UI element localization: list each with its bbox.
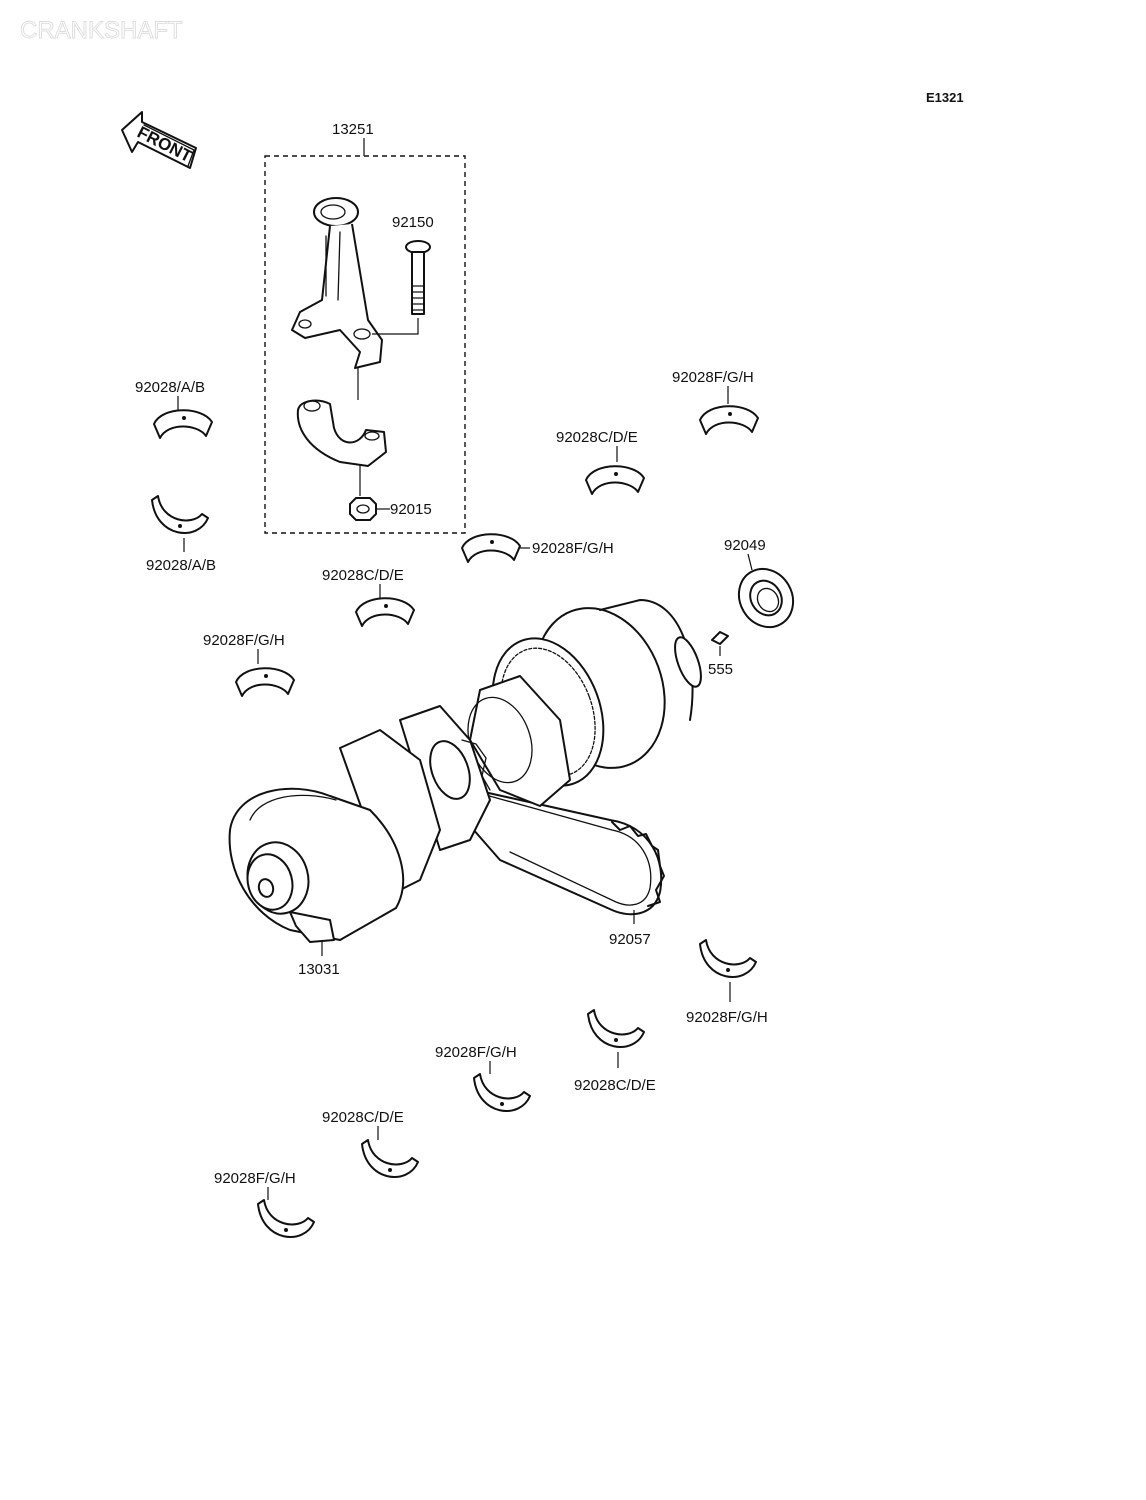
callout-555: 555 [708, 661, 733, 678]
callout-92057: 92057 [609, 931, 651, 948]
conrod-bolt-icon [405, 240, 431, 315]
callout-92028-cde-2: 92028C/D/E [322, 567, 404, 584]
conrod-nut-icon [349, 497, 377, 521]
bearing-shell-cde-3-icon [587, 1009, 645, 1048]
callout-92150: 92150 [392, 214, 434, 231]
bearing-shell-fgh-5-icon [473, 1073, 531, 1112]
callout-92028-fgh-2: 92028F/G/H [532, 540, 614, 557]
diagram-code: E1321 [926, 90, 964, 105]
bearing-shell-cde-4-icon [361, 1139, 419, 1178]
callout-13251: 13251 [332, 121, 374, 138]
callout-92028-fgh-3: 92028F/G/H [203, 632, 285, 649]
page-watermark-title: CRANKSHAFT [20, 17, 183, 44]
callout-92028-ab-top: 92028/A/B [135, 379, 205, 396]
conrod-assembly-group: 13251 92150 [264, 121, 466, 534]
bearing-shell-ab-lower-icon [151, 495, 209, 534]
bearing-shell-fgh-2-icon [461, 533, 521, 563]
bearing-shell-cde-1-icon [585, 465, 645, 495]
callout-92028-cde-1: 92028C/D/E [556, 429, 638, 446]
bearing-shell-fgh-3-icon [235, 667, 295, 697]
bearing-shell-fgh-4-icon [699, 939, 757, 978]
callout-92028-fgh-6: 92028F/G/H [214, 1170, 296, 1187]
woodruff-key-icon [711, 631, 729, 645]
bearing-shell-cde-2-icon [355, 597, 415, 627]
callout-92028-fgh-5: 92028F/G/H [435, 1044, 517, 1061]
conrod-cap-icon [296, 399, 387, 467]
front-arrow-icon: FRONT [121, 111, 197, 169]
callout-92015: 92015 [390, 501, 432, 518]
bearing-shell-fgh-6-icon [257, 1199, 315, 1238]
callout-13031: 13031 [298, 961, 340, 978]
crankshaft-icon [228, 599, 702, 943]
callout-92028-fgh-4: 92028F/G/H [686, 1009, 768, 1026]
callout-92028-ab-bottom: 92028/A/B [146, 557, 216, 574]
bearing-shell-fgh-1-icon [699, 405, 759, 435]
connecting-rod-icon [291, 197, 383, 369]
callout-92049: 92049 [724, 537, 766, 554]
bearing-shell-ab-upper-icon [153, 409, 213, 439]
callout-92028-fgh-1: 92028F/G/H [672, 369, 754, 386]
callout-92028-cde-3: 92028C/D/E [574, 1077, 656, 1094]
callout-92028-cde-4: 92028C/D/E [322, 1109, 404, 1126]
oil-seal-icon [737, 567, 795, 629]
